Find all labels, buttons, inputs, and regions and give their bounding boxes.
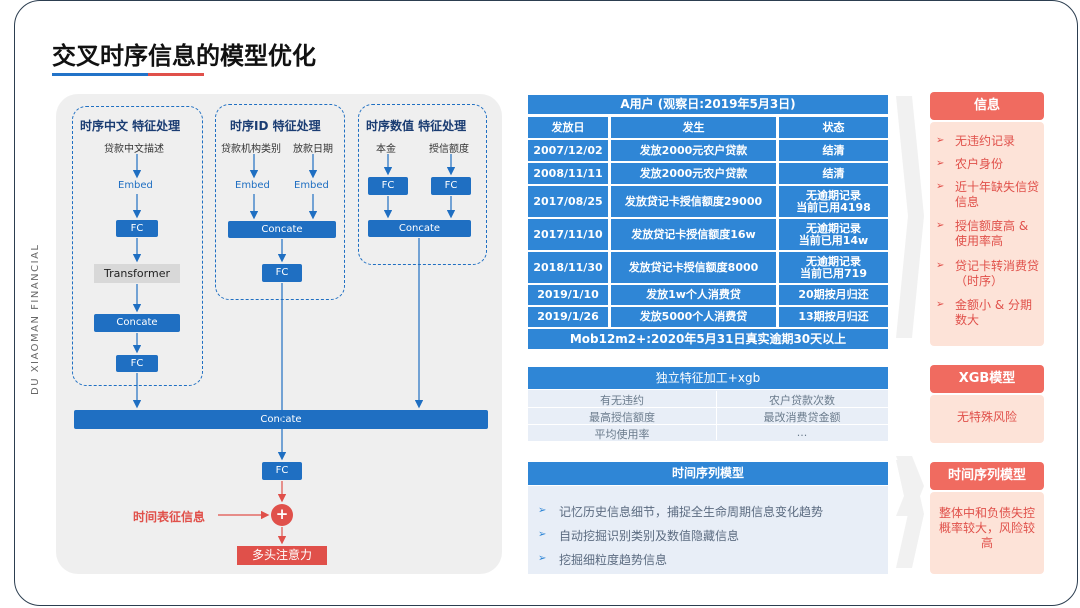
attention-block: 多头注意力: [237, 546, 327, 565]
table-cell: 无逾期记录 当前已用4198: [779, 186, 888, 217]
ts-body: [930, 492, 1044, 574]
table-title: A用户 (观察日:2019年5月3日): [528, 95, 888, 114]
info-bullet-icon: ➢: [936, 220, 945, 231]
plus-node: +: [271, 504, 293, 526]
table-cell: 2018/11/30: [528, 252, 608, 283]
info-bullet-icon: ➢: [936, 260, 945, 271]
table-cell: 发放1w个人消费贷: [611, 285, 776, 305]
ts-bullet-icon: ➢: [538, 505, 547, 516]
table-cell: 发放贷记卡授信额度29000: [611, 186, 776, 217]
feature-item: 最改消费贷金额: [763, 411, 841, 424]
embed-id-2: Embed: [294, 180, 329, 191]
fc-num-1: FC: [368, 177, 408, 195]
ts-item: 记忆历史信息细节，捕捉全生命周期信息变化趋势: [559, 505, 824, 519]
input-loan-date: 放款日期: [293, 144, 333, 155]
features-divider: [716, 391, 717, 440]
table-footer: Mob12m2+:2020年5月31日真实逾期30天以上: [528, 329, 888, 349]
group-num-features: [358, 104, 487, 265]
features-body: [528, 390, 888, 441]
input-loan-desc: 贷款中文描述: [104, 144, 164, 155]
info-item: 授信额度高 & 使用率高: [955, 219, 1029, 248]
ts-item: 自动挖掘识别类别及数值隐藏信息: [559, 529, 740, 543]
table-cell: 无逾期记录 当前已用719: [779, 252, 888, 283]
table-cell: 2017/08/25: [528, 186, 608, 217]
info-bullet-icon: ➢: [936, 181, 945, 192]
concate-id: Concate: [228, 221, 336, 238]
info-bullet-icon: ➢: [936, 158, 945, 169]
info-item: 农户身份: [955, 157, 1004, 171]
embed-text: Embed: [118, 180, 153, 191]
table-cell: 无逾期记录 当前已用14w: [779, 219, 888, 250]
ts-item: 挖掘细粒度趋势信息: [559, 553, 668, 567]
table-header-date: 发放日: [528, 117, 608, 138]
table-cell: 结清: [779, 163, 888, 184]
fc-id: FC: [262, 264, 302, 282]
fc-text-1: FC: [116, 220, 158, 237]
ts-text: 整体中和负债失控概率较大，风险较高: [938, 506, 1035, 550]
table-cell: 发放贷记卡授信额度8000: [611, 252, 776, 283]
feature-item: ...: [796, 426, 808, 439]
input-lender-type: 贷款机构类别: [221, 144, 281, 155]
info-item: 金额小 & 分期数大: [955, 298, 1032, 327]
info-body: [930, 122, 1044, 346]
slide-frame: [14, 0, 1078, 606]
table-cell: 2017/11/10: [528, 219, 608, 250]
features-row-line-2: [528, 424, 888, 425]
table-cell: 2007/12/02: [528, 140, 608, 161]
table-cell: 发放贷记卡授信额度16w: [611, 219, 776, 250]
info-item: 贷记卡转消费贷（时序）: [955, 259, 1040, 288]
title-underline-blue: [52, 73, 148, 76]
table-cell: 发放2000元农户贷款: [611, 163, 776, 184]
feature-item: 农户贷款次数: [769, 394, 835, 407]
group-id-title: 时序ID 特征处理: [230, 119, 321, 133]
table-header-status: 状态: [779, 117, 888, 138]
fc-main: FC: [262, 462, 302, 480]
table-cell: 2019/1/26: [528, 307, 608, 327]
concate-main: Concate: [74, 410, 488, 429]
table-cell: 发放5000个人消费贷: [611, 307, 776, 327]
info-bullet-icon: ➢: [936, 299, 945, 310]
feature-item: 最高授信额度: [589, 411, 655, 424]
ts-bullet-icon: ➢: [538, 529, 547, 540]
concate-num: Concate: [368, 220, 471, 237]
features-title: 独立特征加工+xgb: [528, 367, 888, 389]
group-num-title: 时序数值 特征处理: [366, 119, 467, 133]
time-repr-label: 时间表征信息: [133, 510, 206, 524]
concate-text: Concate: [94, 314, 180, 332]
page-title: 交叉时序信息的模型优化: [52, 42, 316, 70]
group-text-title: 时序中文 特征处理: [80, 119, 181, 133]
fc-num-2: FC: [431, 177, 471, 195]
xgb-body: [930, 395, 1044, 443]
info-item: 无违约记录: [955, 134, 1016, 148]
table-cell: 2019/1/10: [528, 285, 608, 305]
title-underline-red: [148, 73, 204, 76]
transformer-block: Transformer: [94, 264, 180, 283]
input-principal: 本金: [376, 144, 396, 155]
input-credit-limit: 授信额度: [429, 144, 469, 155]
ts-model-title: 时间序列模型: [528, 462, 888, 485]
group-id-features: [215, 104, 345, 300]
info-title: 信息: [930, 92, 1044, 120]
embed-id-1: Embed: [235, 180, 270, 191]
xgb-text: 无特殊风险: [956, 410, 1017, 424]
info-bullet-icon: ➢: [936, 135, 945, 146]
ts-model-body: [528, 486, 888, 574]
ts-title: 时间序列模型: [930, 462, 1044, 490]
feature-item: 有无违约: [600, 394, 644, 407]
fc-text-2: FC: [116, 355, 158, 372]
feature-item: 平均使用率: [594, 428, 650, 441]
table-cell: 结清: [779, 140, 888, 161]
ts-bullet-icon: ➢: [538, 553, 547, 564]
table-cell: 发放2000元农户贷款: [611, 140, 776, 161]
table-header-event: 发生: [611, 117, 776, 138]
xgb-title: XGB模型: [930, 365, 1044, 393]
table-cell: 13期按月归还: [779, 307, 888, 327]
chevron-arrow-ts: [896, 460, 924, 568]
features-row-line-1: [528, 407, 888, 408]
table-cell: 20期按月归还: [779, 285, 888, 305]
info-item: 近十年缺失信贷信息: [955, 180, 1040, 209]
table-cell: 2008/11/11: [528, 163, 608, 184]
